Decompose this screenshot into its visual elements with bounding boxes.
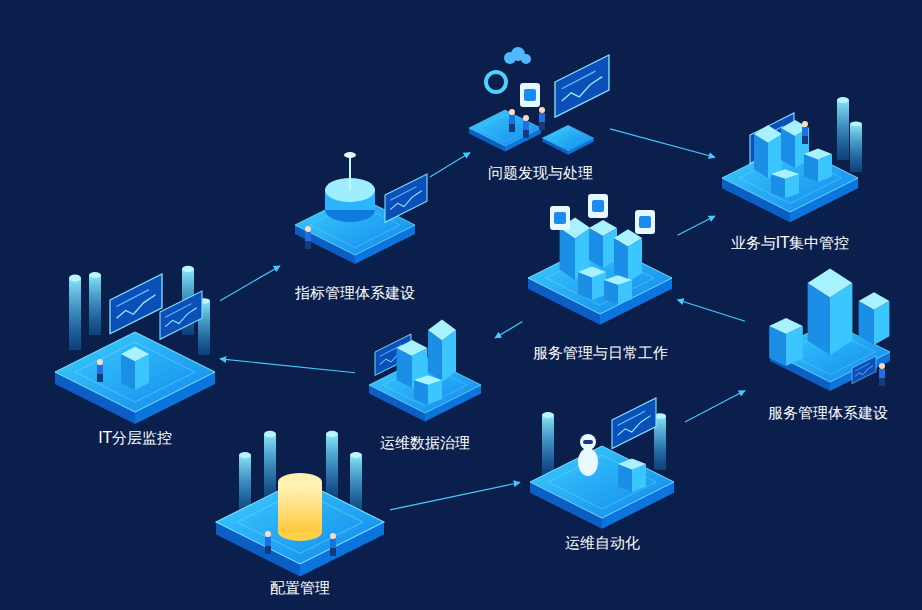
building-block bbox=[808, 269, 853, 355]
flow-connector bbox=[678, 300, 746, 322]
node-label: 服务管理体系建设 bbox=[766, 403, 890, 423]
building-block bbox=[604, 275, 632, 304]
icon-card bbox=[588, 194, 608, 218]
robot-head bbox=[580, 434, 596, 450]
flow-connector bbox=[220, 266, 280, 301]
robot-eyes bbox=[583, 440, 593, 444]
platform-node: 指标管理体系建设 bbox=[280, 140, 430, 305]
illustration-service-daily bbox=[528, 194, 672, 325]
person-figure bbox=[305, 226, 311, 249]
building-block bbox=[589, 220, 617, 268]
building-block bbox=[428, 320, 456, 382]
person-figure bbox=[802, 121, 808, 144]
platform-node: 运维自动化 bbox=[520, 375, 685, 555]
flow-connector bbox=[390, 482, 520, 510]
isometric-platform bbox=[530, 446, 674, 529]
building-block bbox=[804, 148, 832, 182]
building-block bbox=[859, 292, 890, 345]
building-block bbox=[614, 229, 642, 282]
building-block bbox=[578, 266, 606, 300]
platform-node: 配置管理 bbox=[210, 458, 390, 600]
ring-icon bbox=[486, 72, 506, 92]
illustration-automation bbox=[530, 398, 674, 529]
icon-card bbox=[635, 210, 655, 234]
platform-node: IT分层监控 bbox=[50, 250, 220, 450]
isometric-platform bbox=[216, 480, 384, 577]
flow-connector bbox=[430, 153, 470, 177]
cloud-icon bbox=[521, 54, 531, 64]
flow-connector bbox=[610, 129, 715, 157]
isometric-platform bbox=[55, 332, 215, 424]
core-top bbox=[278, 473, 322, 491]
platform-node: 业务与IT集中管控 bbox=[715, 100, 865, 255]
screen-panel bbox=[612, 398, 656, 449]
building-block bbox=[771, 169, 799, 198]
screen-panel bbox=[852, 356, 876, 384]
node-label: 服务管理与日常工作 bbox=[531, 343, 670, 363]
node-label: 指标管理体系建设 bbox=[293, 283, 417, 303]
isometric-platform bbox=[469, 110, 541, 151]
icon-card bbox=[550, 206, 570, 230]
screen-panel bbox=[160, 291, 202, 339]
illustration-metrics bbox=[295, 152, 427, 264]
isometric-platform bbox=[542, 125, 593, 154]
node-label: 运维数据治理 bbox=[378, 433, 472, 453]
glow-tower bbox=[264, 431, 276, 500]
person-figure bbox=[330, 533, 336, 556]
node-label: IT分层监控 bbox=[96, 428, 174, 448]
building-block bbox=[769, 318, 803, 366]
flow-connector bbox=[678, 216, 716, 235]
screen-panel bbox=[385, 174, 427, 222]
illustration-business bbox=[722, 97, 862, 222]
building-block bbox=[618, 458, 646, 492]
platform-node: 服务管理与日常工作 bbox=[523, 185, 678, 365]
person-figure bbox=[523, 115, 529, 138]
person-figure bbox=[265, 531, 271, 554]
screen-panel bbox=[110, 274, 162, 334]
glow-tower bbox=[69, 274, 81, 350]
person-figure bbox=[97, 359, 103, 382]
illustration-monitoring bbox=[55, 266, 215, 424]
robot-body bbox=[578, 448, 598, 476]
glow-tower bbox=[850, 122, 862, 172]
glow-tower bbox=[837, 97, 849, 160]
antenna bbox=[349, 155, 351, 190]
building-block bbox=[121, 347, 149, 390]
glow-tower bbox=[89, 272, 101, 335]
screen-panel bbox=[555, 55, 609, 117]
node-label: 配置管理 bbox=[268, 578, 332, 598]
illustration-config bbox=[216, 431, 384, 577]
icon-card bbox=[520, 83, 540, 107]
node-label: 问题发现与处理 bbox=[486, 163, 595, 183]
flow-connector bbox=[495, 322, 523, 339]
flow-connector bbox=[685, 391, 745, 422]
person-figure bbox=[539, 107, 545, 130]
illustration-problem bbox=[469, 47, 609, 155]
platform-node: 运维数据治理 bbox=[355, 305, 495, 455]
building-block bbox=[414, 375, 442, 404]
platform-node: 服务管理体系建设 bbox=[745, 270, 910, 425]
antenna-tip bbox=[344, 152, 356, 158]
platform-node: 问题发现与处理 bbox=[470, 35, 610, 185]
illustration-service-system bbox=[769, 269, 890, 391]
person-figure bbox=[509, 109, 515, 132]
person-figure bbox=[879, 363, 885, 386]
illustration-data bbox=[369, 320, 481, 422]
glow-tower bbox=[326, 431, 338, 500]
node-label: 业务与IT集中管控 bbox=[729, 233, 852, 253]
node-label: 运维自动化 bbox=[563, 533, 642, 553]
glow-tower bbox=[542, 412, 554, 475]
building-block bbox=[754, 125, 782, 178]
flow-connector bbox=[220, 359, 355, 373]
